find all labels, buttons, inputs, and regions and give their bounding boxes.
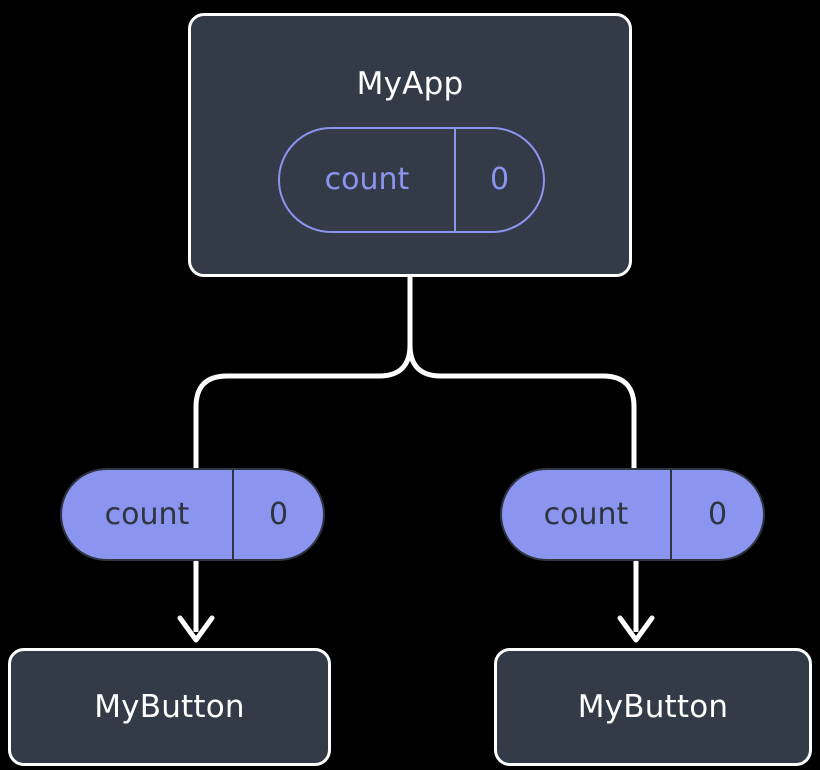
state-pill-left[interactable]: count 0 — [60, 468, 325, 561]
edge-root-split — [407, 274, 637, 473]
state-pill-myapp-value: 0 — [489, 162, 510, 197]
arrowhead-left — [177, 615, 215, 643]
state-pill-right[interactable]: count 0 — [500, 468, 765, 561]
state-pill-myapp-key: count — [280, 129, 456, 231]
node-mybutton-right-label: MyButton — [577, 688, 729, 725]
node-mybutton-right[interactable]: MyButton — [494, 648, 812, 766]
state-pill-right-value: 0 — [707, 496, 728, 532]
node-myapp[interactable]: MyApp — [188, 13, 632, 277]
node-mybutton-left[interactable]: MyButton — [8, 648, 331, 766]
state-pill-myapp[interactable]: count 0 — [278, 127, 545, 233]
node-mybutton-left-label: MyButton — [94, 688, 245, 725]
node-myapp-label: MyApp — [356, 66, 464, 102]
arrowhead-right — [617, 615, 655, 643]
state-pill-left-key: count — [62, 470, 234, 559]
edge-root-split-left — [193, 342, 413, 473]
state-pill-left-value: 0 — [268, 496, 289, 532]
state-pill-right-key: count — [502, 470, 672, 559]
